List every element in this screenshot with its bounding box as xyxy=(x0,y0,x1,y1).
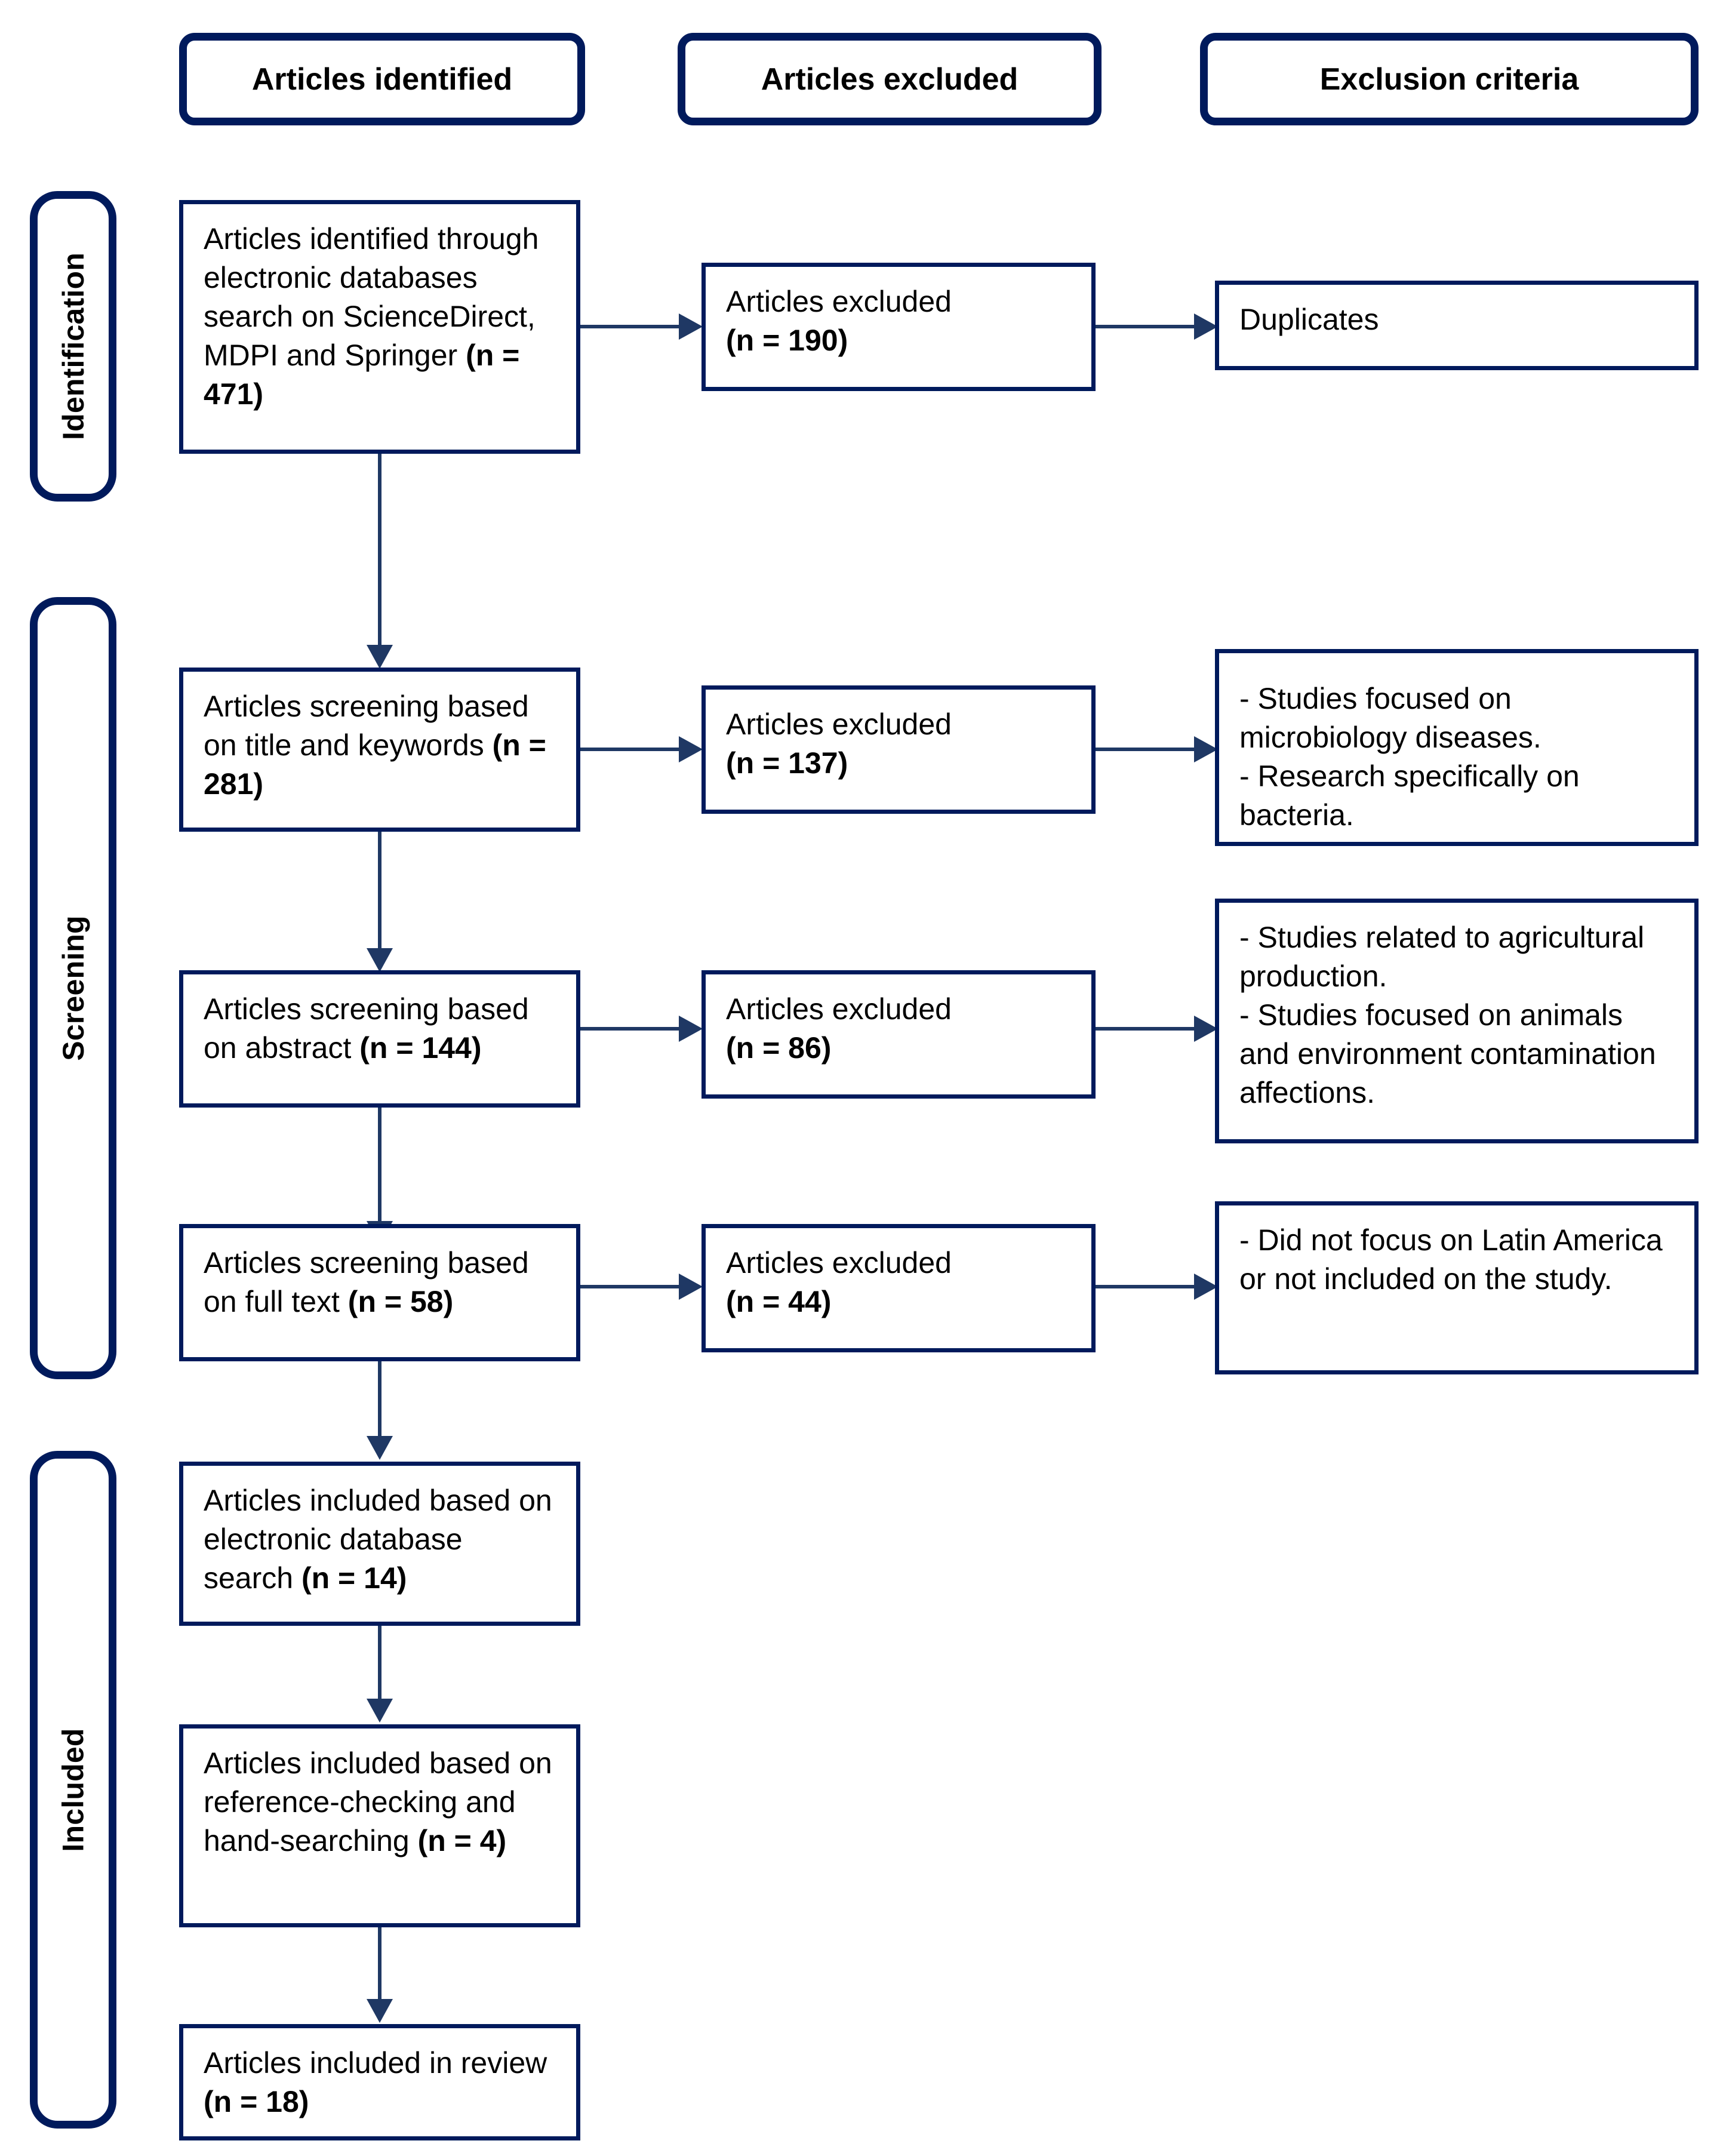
node-text-count: (n = 144) xyxy=(359,1031,482,1065)
node-text: Articles excluded (n = 190) xyxy=(726,282,1073,360)
node-text-count: (n = 44) xyxy=(726,1285,832,1318)
node-text-lead: Articles identified through electronic d… xyxy=(204,222,539,372)
node-criteria-row3: - Studies related to agricultural produc… xyxy=(1215,899,1699,1143)
node-text: Articles screening based on full text (n… xyxy=(204,1244,558,1321)
connector-row4-to-row5 xyxy=(378,1361,381,1454)
node-text-count: (n = 190) xyxy=(726,324,848,357)
node-text-lead: Articles excluded xyxy=(726,1246,952,1280)
arrow-row1-to-row2-head xyxy=(367,645,393,669)
node-text: - Did not focus on Latin America or not … xyxy=(1239,1223,1663,1296)
connector-row4-to-excluded xyxy=(580,1285,679,1288)
arrow-row1-to-criteria-head xyxy=(1194,313,1218,340)
node-text: Articles identified through electronic d… xyxy=(204,220,558,414)
node-text-lead: Articles excluded xyxy=(726,285,952,318)
node-text-count: (n = 86) xyxy=(726,1031,832,1065)
stage-label-text: Included xyxy=(56,1727,90,1852)
arrow-row5-to-row6-head xyxy=(367,1699,393,1723)
node-text: Articles included in review (n = 18) xyxy=(204,2044,558,2121)
node-identified-row1: Articles identified through electronic d… xyxy=(179,200,580,454)
node-excluded-row1: Articles excluded (n = 190) xyxy=(701,263,1096,391)
node-text-lead: Articles included based on reference-che… xyxy=(204,1746,552,1857)
node-text-lead: Articles excluded xyxy=(726,992,952,1026)
node-text-count: (n = 18) xyxy=(204,2085,309,2118)
header-articles-identified: Articles identified xyxy=(179,33,585,125)
stage-label-text: Identification xyxy=(56,253,90,440)
node-text: Articles excluded (n = 137) xyxy=(726,705,1073,783)
node-text: Articles excluded (n = 44) xyxy=(726,1244,1073,1321)
header-label: Articles excluded xyxy=(761,61,1019,97)
connector-row1-to-row2 xyxy=(378,454,381,645)
arrow-row4-to-excluded-head xyxy=(679,1274,703,1300)
node-text: Articles included based on reference-che… xyxy=(204,1744,558,1860)
connector-row3-to-excluded xyxy=(580,1027,679,1031)
header-articles-excluded: Articles excluded xyxy=(678,33,1102,125)
node-text-lead: Articles excluded xyxy=(726,708,952,741)
node-text: Articles included based on electronic da… xyxy=(204,1481,558,1598)
node-criteria-row4: - Did not focus on Latin America or not … xyxy=(1215,1201,1699,1374)
header-label: Articles identified xyxy=(251,61,513,97)
connector-row1-to-excluded xyxy=(580,325,679,328)
arrow-row2-to-excluded-head xyxy=(679,736,703,762)
stage-label-text: Screening xyxy=(56,915,90,1061)
connector-row1-to-criteria xyxy=(1096,325,1194,328)
connector-row3-to-criteria xyxy=(1096,1027,1194,1031)
node-text: Articles screening based on abstract (n … xyxy=(204,990,558,1068)
node-criteria-row1: Duplicates xyxy=(1215,281,1699,370)
node-criteria-row2: - Studies focused on microbiology diseas… xyxy=(1215,649,1699,846)
arrow-row2-to-criteria-head xyxy=(1194,736,1218,762)
node-identified-row4: Articles screening based on full text (n… xyxy=(179,1224,580,1361)
arrow-row2-to-row3-head xyxy=(367,948,393,972)
node-text-lead: Articles included based on electronic da… xyxy=(204,1484,552,1595)
node-identified-row7: Articles included in review (n = 18) xyxy=(179,2024,580,2140)
node-text-lead: Articles screening based on title and ke… xyxy=(204,690,529,762)
arrow-row3-to-excluded-head xyxy=(679,1016,703,1042)
stage-label-included: Included xyxy=(30,1451,116,2129)
node-text: Duplicates xyxy=(1239,303,1379,336)
node-identified-row2: Articles screening based on title and ke… xyxy=(179,668,580,832)
node-text-lead: Articles included in review xyxy=(204,2046,547,2080)
node-text-lead: Articles screening based on full text xyxy=(204,1246,529,1318)
connector-row2-to-criteria xyxy=(1096,748,1194,751)
header-label: Exclusion criteria xyxy=(1319,61,1579,97)
connector-row4-to-criteria xyxy=(1096,1285,1194,1288)
stage-label-identification: Identification xyxy=(30,191,116,502)
node-text-count: (n = 137) xyxy=(726,746,848,780)
node-identified-row5: Articles included based on electronic da… xyxy=(179,1462,580,1626)
header-exclusion-criteria: Exclusion criteria xyxy=(1200,33,1699,125)
node-text-count: (n = 281) xyxy=(204,728,546,801)
arrow-row6-to-row7-head xyxy=(367,1999,393,2023)
node-text-lead: Articles screening based on abstract xyxy=(204,992,529,1065)
connector-row2-to-excluded xyxy=(580,748,679,751)
stage-label-screening: Screening xyxy=(30,597,116,1379)
node-excluded-row2: Articles excluded (n = 137) xyxy=(701,685,1096,814)
connector-row2-to-row3 xyxy=(378,832,381,948)
connector-row6-to-row7 xyxy=(378,1927,381,2020)
arrow-row4-to-criteria-head xyxy=(1194,1274,1218,1300)
node-excluded-row4: Articles excluded (n = 44) xyxy=(701,1224,1096,1352)
node-identified-row3: Articles screening based on abstract (n … xyxy=(179,970,580,1108)
node-text: - Studies related to agricultural produc… xyxy=(1239,921,1656,1109)
node-text: Articles excluded (n = 86) xyxy=(726,990,1073,1068)
node-text-count: (n = 58) xyxy=(347,1285,454,1318)
node-identified-row6: Articles included based on reference-che… xyxy=(179,1724,580,1927)
node-excluded-row3: Articles excluded (n = 86) xyxy=(701,970,1096,1099)
arrow-row4-to-row5-head xyxy=(367,1436,393,1460)
node-text-count: (n = 4) xyxy=(417,1824,507,1857)
node-text-count: (n = 471) xyxy=(204,339,520,411)
node-text-count: (n = 14) xyxy=(301,1561,407,1595)
node-text: - Studies focused on microbiology diseas… xyxy=(1239,682,1580,832)
connector-row3-to-row4 xyxy=(378,1108,381,1221)
arrow-row1-to-excluded-head xyxy=(679,313,703,340)
arrow-row3-to-criteria-head xyxy=(1194,1016,1218,1042)
connector-row5-to-row6 xyxy=(378,1626,381,1718)
node-text: Articles screening based on title and ke… xyxy=(204,687,558,804)
